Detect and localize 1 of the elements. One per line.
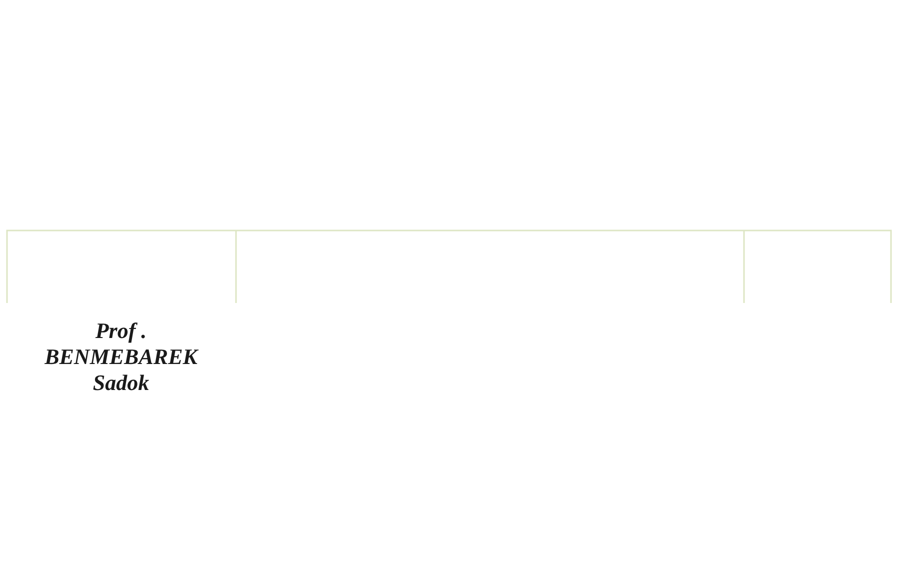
name-text: Prof . BENMEBAREK Sadok <box>44 318 200 396</box>
